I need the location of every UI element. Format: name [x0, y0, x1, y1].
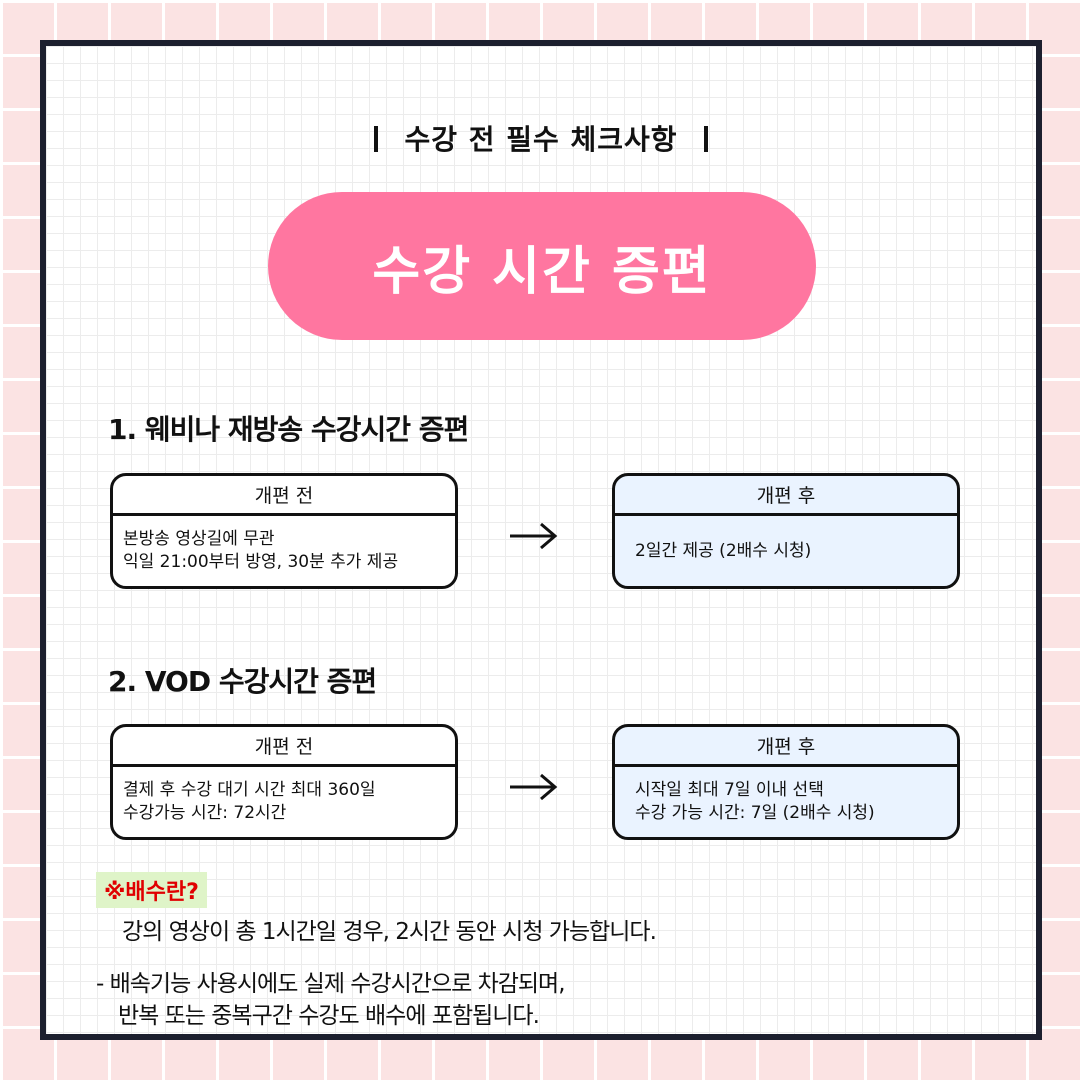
note-label-text: ※배수란?: [104, 880, 199, 905]
note-line-3: 반복 또는 중복구간 수강도 배수에 포함됩니다.: [118, 1003, 540, 1029]
bar-right-decoration: [703, 126, 708, 152]
section-1-before-line-1: 본방송 영상길에 무관: [123, 529, 275, 549]
section-2-before-box: 개편 전 결제 후 수강 대기 시간 최대 360일 수강가능 시간: 72시간: [110, 724, 458, 840]
title-pill: 수강 시간 증편: [268, 192, 816, 340]
section-2-title: 2. VOD 수강시간 증편: [108, 665, 377, 698]
section-2-before-line-2: 수강가능 시간: 72시간: [123, 803, 287, 823]
page-title: 수강 시간 증편: [372, 241, 712, 302]
section-1-after-line-1: 2일간 제공 (2배수 시청): [635, 540, 812, 561]
section-1-after-label: 개편 후: [615, 476, 957, 516]
section-2-after-body: 시작일 최대 7일 이내 선택 수강 가능 시간: 7일 (2배수 시청): [615, 767, 957, 837]
section-1-after-box: 개편 후 2일간 제공 (2배수 시청): [612, 473, 960, 589]
note-line-2: - 배속기능 사용시에도 실제 수강시간으로 차감되며,: [96, 971, 566, 997]
notice-card: 수강 전 필수 체크사항 수강 시간 증편 1. 웨비나 재방송 수강시간 증편…: [40, 40, 1042, 1040]
note-label: ※배수란?: [96, 872, 207, 908]
section-2-after-box: 개편 후 시작일 최대 7일 이내 선택 수강 가능 시간: 7일 (2배수 시…: [612, 724, 960, 840]
section-1-after-body: 2일간 제공 (2배수 시청): [615, 516, 957, 586]
section-2-before-label: 개편 전: [113, 727, 455, 767]
eyebrow-text: 수강 전 필수 체크사항: [404, 123, 678, 156]
section-1-before-body: 본방송 영상길에 무관 익일 21:00부터 방영, 30분 추가 제공: [113, 516, 455, 586]
section-2-before-body: 결제 후 수강 대기 시간 최대 360일 수강가능 시간: 72시간: [113, 767, 455, 837]
section-1-title: 1. 웨비나 재방송 수강시간 증편: [108, 413, 469, 446]
arrow-right-icon: [510, 773, 558, 801]
section-2-after-label: 개편 후: [615, 727, 957, 767]
eyebrow-heading: 수강 전 필수 체크사항: [46, 118, 1036, 158]
arrow-right-icon: [510, 522, 558, 550]
section-2-after-line-1: 시작일 최대 7일 이내 선택: [635, 780, 824, 800]
section-1-before-box: 개편 전 본방송 영상길에 무관 익일 21:00부터 방영, 30분 추가 제…: [110, 473, 458, 589]
bar-left-decoration: [374, 126, 379, 152]
section-1-before-line-2: 익일 21:00부터 방영, 30분 추가 제공: [123, 552, 399, 572]
note-line-1: 강의 영상이 총 1시간일 경우, 2시간 동안 시청 가능합니다.: [122, 919, 657, 945]
section-1-before-label: 개편 전: [113, 476, 455, 516]
section-2-after-line-2: 수강 가능 시간: 7일 (2배수 시청): [635, 803, 875, 823]
section-2-before-line-1: 결제 후 수강 대기 시간 최대 360일: [123, 780, 376, 800]
